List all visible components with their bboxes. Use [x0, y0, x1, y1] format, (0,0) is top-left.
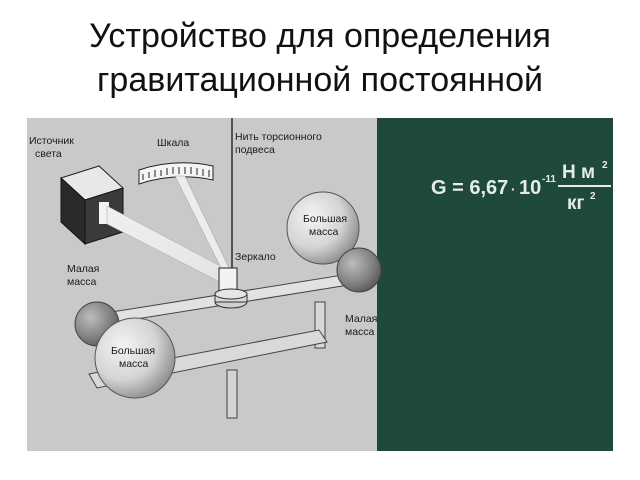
label-big-mass-top-1: Большая	[303, 213, 347, 225]
formula-denominator-exp: 2	[590, 191, 596, 202]
label-thread-1: Нить торсионного	[235, 131, 322, 143]
label-light-source-2: света	[35, 148, 62, 160]
title-line-2: гравитационной постоянной	[97, 61, 543, 99]
label-big-mass-top-2: масса	[309, 226, 339, 238]
label-small-mass-right-2: масса	[345, 326, 375, 338]
big-mass-bottom	[94, 317, 176, 399]
label-mirror: Зеркало	[235, 251, 276, 263]
label-small-mass-right-1: Малая	[345, 313, 377, 325]
mirror-assembly	[214, 267, 248, 309]
formula-lhs: G = 6,67	[431, 177, 508, 199]
label-big-mass-bottom-2: масса	[119, 358, 149, 370]
title-line-1: Устройство для определения	[89, 17, 551, 55]
label-big-mass-bottom-1: Большая	[111, 345, 155, 357]
gravitational-constant-formula: G = 6,67 · 10 -11 Н м 2 кг 2	[431, 160, 611, 214]
big-mass-top	[286, 191, 360, 265]
label-small-mass-left-1: Малая	[67, 263, 99, 275]
cavendish-figure: Источник света Шкала Нить торсионного по…	[27, 118, 613, 451]
label-light-source-1: Источник	[29, 135, 74, 147]
right-panel	[377, 118, 613, 451]
slide-title: Устройство для определения гравитационно…	[0, 14, 640, 102]
label-small-mass-left-2: масса	[67, 276, 97, 288]
scale-dial	[138, 162, 214, 185]
formula-ten: 10	[519, 177, 541, 199]
light-source-box	[60, 165, 124, 246]
formula-numerator-exp: 2	[602, 160, 608, 171]
formula-dot: ·	[511, 181, 516, 197]
small-mass-right	[336, 247, 382, 293]
formula-denominator: кг	[567, 193, 585, 214]
label-scale: Шкала	[157, 137, 189, 149]
label-thread-2: подвеса	[235, 144, 275, 156]
cavendish-diagram: Источник света Шкала Нить торсионного по…	[27, 118, 613, 451]
formula-numerator: Н м	[562, 162, 595, 183]
formula-exponent: -11	[542, 174, 556, 185]
